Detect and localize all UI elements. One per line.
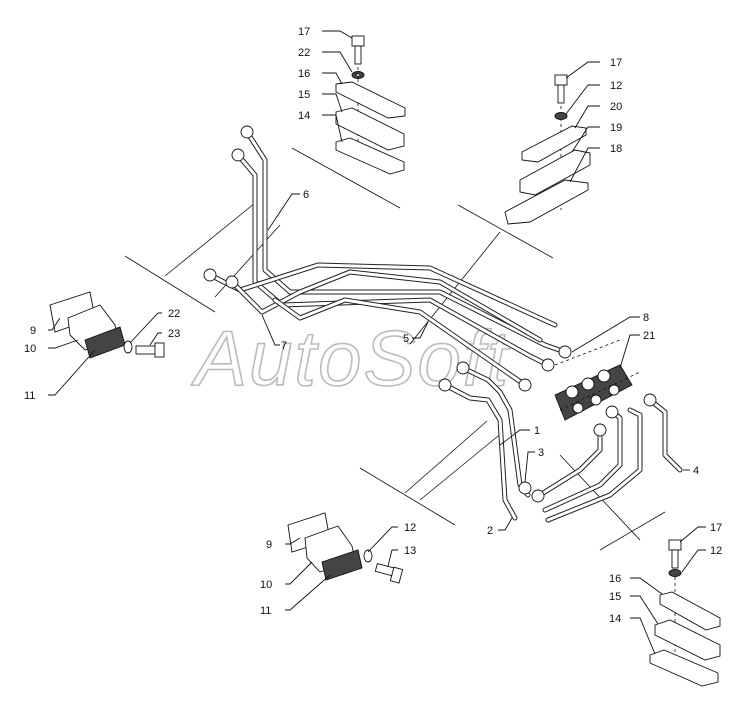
- label-23: 23: [168, 328, 180, 340]
- label-9-left: 9: [30, 325, 36, 337]
- label-15-bottom: 15: [609, 591, 621, 603]
- label-18: 18: [610, 143, 622, 155]
- bolt-17-top: [351, 35, 365, 65]
- label-10-lower: 10: [260, 579, 272, 591]
- label-22-top: 22: [298, 47, 310, 59]
- lower-pipe-bundle: [438, 361, 683, 523]
- label-6: 6: [303, 189, 309, 201]
- label-17-top: 17: [298, 26, 310, 38]
- label-3: 3: [538, 447, 544, 459]
- label-9-lower: 9: [266, 539, 272, 551]
- label-12-lower: 12: [404, 522, 416, 534]
- label-10-left: 10: [24, 343, 36, 355]
- clamp-15-top: [335, 107, 405, 151]
- bottom-right-clamp-assembly: [649, 539, 721, 687]
- valve-block-21: [554, 339, 641, 421]
- washer-22-left: [123, 340, 133, 354]
- label-12-right: 12: [610, 80, 622, 92]
- label-21: 21: [643, 330, 655, 342]
- label-16-top: 16: [298, 68, 310, 80]
- label-11-left: 11: [24, 390, 35, 402]
- callout-labels: 17 22 16 15 14 17 12 20 19 18 6 7 5 8 21…: [24, 26, 722, 625]
- label-7: 7: [281, 340, 287, 352]
- label-15-top: 15: [298, 89, 310, 101]
- label-17-bottom: 17: [710, 522, 722, 534]
- label-11-lower: 11: [260, 605, 271, 617]
- label-5: 5: [403, 333, 409, 345]
- left-clamp-assembly: [49, 291, 165, 359]
- label-19: 19: [610, 122, 622, 134]
- label-2: 2: [487, 525, 493, 537]
- label-4: 4: [693, 465, 699, 477]
- label-20: 20: [610, 101, 622, 113]
- plate-16-top: [335, 81, 406, 119]
- label-16-bottom: 16: [609, 573, 621, 585]
- top-clamp-assembly: [335, 35, 406, 175]
- label-14-bottom: 14: [609, 613, 621, 625]
- top-right-clamp-assembly: [504, 74, 591, 225]
- plate-20: [521, 125, 587, 163]
- label-22-left: 22: [168, 308, 180, 320]
- label-8: 8: [643, 312, 649, 324]
- lower-left-clamp-assembly: [287, 512, 404, 584]
- label-17-right: 17: [610, 57, 622, 69]
- label-14-top: 14: [298, 110, 310, 122]
- label-1: 1: [534, 425, 540, 437]
- upper-pipe-bundle: [203, 125, 572, 392]
- leader-lines: [48, 30, 706, 655]
- label-12-bottom: 12: [710, 545, 722, 557]
- bracket-18: [504, 179, 589, 225]
- clamp-14-top: [335, 137, 405, 175]
- clamp-19: [519, 149, 591, 196]
- watermark-text: AutoSoft: [191, 314, 512, 402]
- label-13: 13: [404, 545, 416, 557]
